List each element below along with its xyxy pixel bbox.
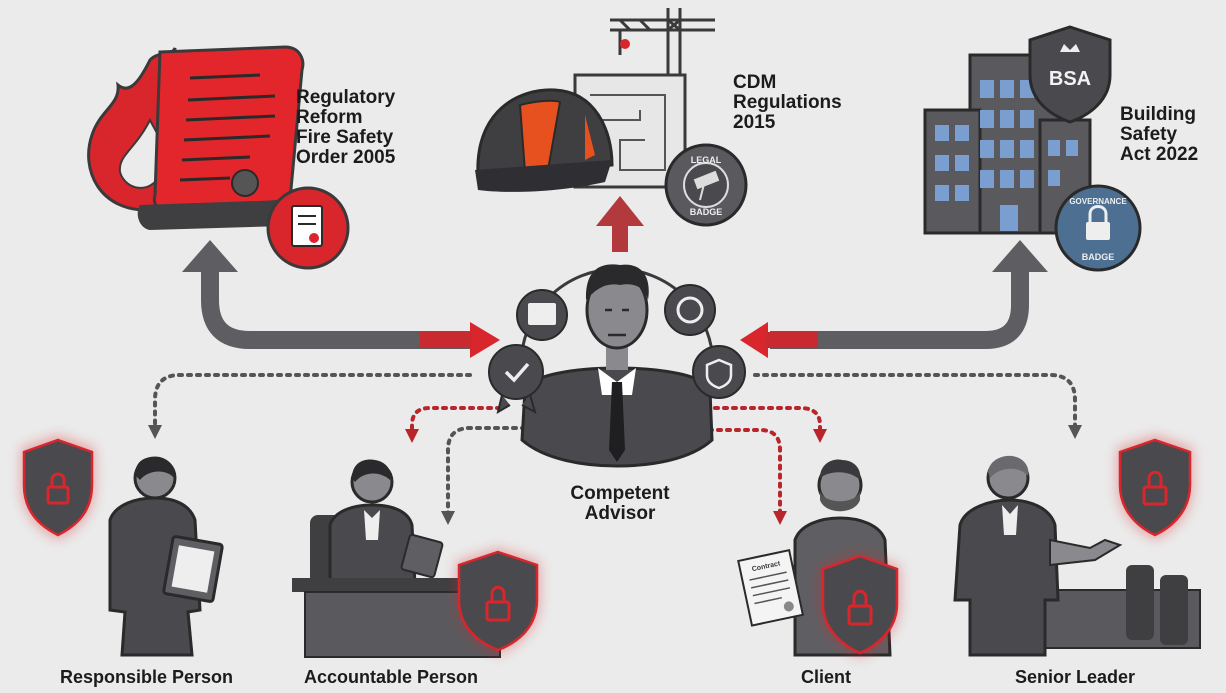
cdm-helmet-crane-icon: LEGAL BADGE	[475, 8, 748, 227]
role-accountable-person: Accountable Person	[304, 667, 479, 687]
cdm-regulations-label: CDM Regulations 2015	[733, 73, 842, 133]
advisor-line-2: Advisor	[584, 503, 656, 524]
role-senior-leader: Senior Leader	[1015, 667, 1136, 687]
fire-safety-line-1: Regulatory	[296, 87, 396, 108]
fire-safety-line-4: Order 2005	[296, 147, 396, 168]
arrow-to-cdm	[596, 196, 644, 252]
governance-badge-bottom-text: BADGE	[1082, 252, 1115, 262]
legal-badge-top-text: LEGAL	[691, 155, 722, 165]
dotted-connectors	[148, 373, 1082, 525]
arrow-to-fire-safety	[182, 240, 500, 358]
governance-badge-top-text: GOVERNANCE	[1069, 197, 1127, 206]
bsa-building-icon: BSA GOVERNANCE BADGE	[923, 25, 1142, 272]
cdm-line-3: 2015	[733, 112, 776, 133]
role-responsible-person: Responsible Person	[60, 667, 234, 687]
bsa-line-3: Act 2022	[1120, 144, 1199, 165]
fire-safety-scroll-icon	[87, 45, 350, 270]
advisor-line-1: Competent	[570, 483, 670, 504]
cdm-line-1: CDM	[733, 72, 777, 93]
accountable-person-figure	[292, 459, 540, 658]
competent-advisor-figure	[488, 264, 746, 468]
arrow-to-bsa	[740, 240, 1048, 358]
bsa-line-2: Safety	[1120, 124, 1178, 145]
fire-safety-line-3: Fire Safety	[296, 127, 394, 148]
fire-safety-order-label: Regulatory Reform Fire Safety Order 2005	[296, 88, 395, 168]
fire-safety-line-2: Reform	[296, 107, 363, 128]
senior-leader-figure	[953, 435, 1201, 657]
cdm-line-2: Regulations	[733, 92, 842, 113]
responsible-person-figure	[21, 435, 224, 657]
bsa-line-1: Building	[1120, 104, 1196, 125]
competent-advisor-label: Competent Advisor	[565, 484, 675, 524]
role-client: Client	[801, 667, 852, 687]
building-safety-act-label: Building Safety Act 2022	[1120, 105, 1198, 165]
legal-badge-bottom-text: BADGE	[690, 207, 723, 217]
client-figure: Contract	[737, 459, 900, 658]
bsa-shield-text: BSA	[1049, 68, 1091, 90]
